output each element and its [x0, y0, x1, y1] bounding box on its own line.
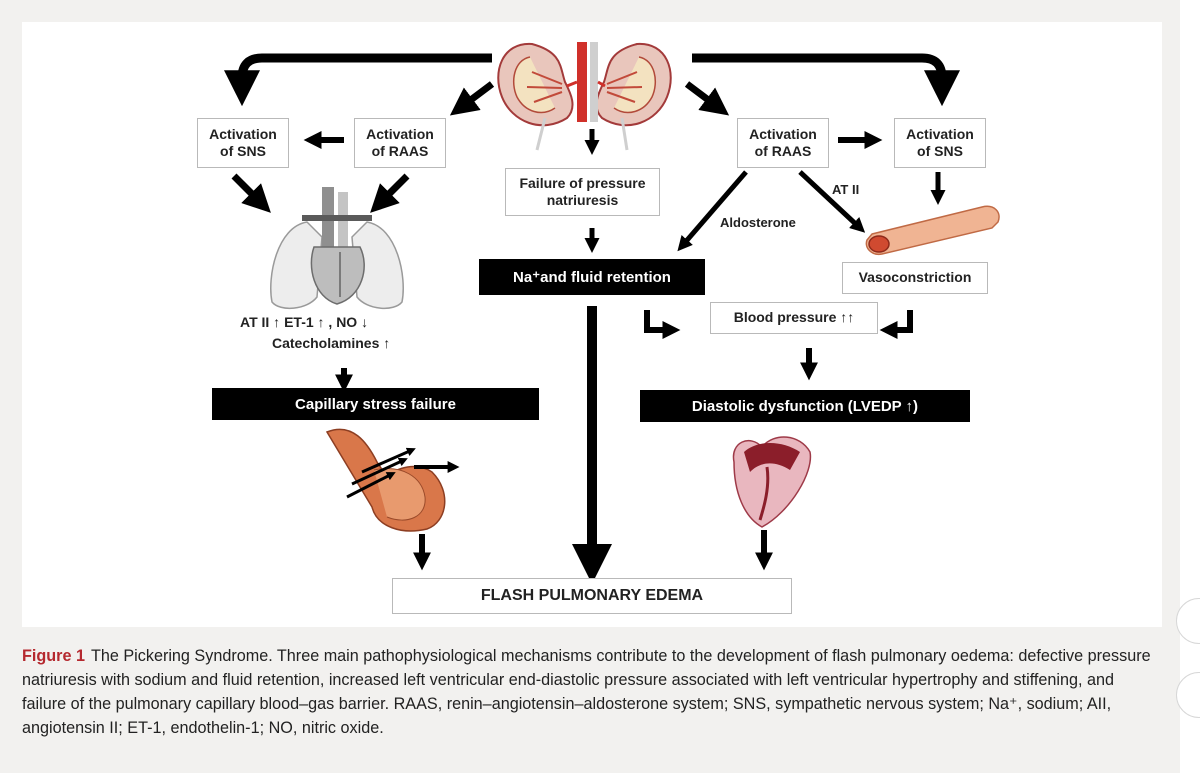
box-activation-sns-left: Activation of SNS — [197, 118, 289, 168]
arrow-kidney-to-raas-left — [449, 81, 495, 116]
box-blood-pressure: Blood pressure ↑↑ — [710, 302, 878, 334]
label-at2: AT II — [832, 182, 860, 197]
arrow-raas-to-lungs — [370, 173, 410, 213]
arrow-aldosterone — [677, 170, 748, 252]
box-vasoconstriction: Vasoconstriction — [842, 262, 988, 294]
bar-capillary-stress-failure: Capillary stress failure — [212, 388, 539, 420]
caption-text: The Pickering Syndrome. Three main patho… — [22, 647, 1151, 737]
arrow-at2 — [798, 170, 866, 233]
box-activation-sns-right: Activation of SNS — [894, 118, 986, 168]
box-flash-pulmonary-edema: FLASH PULMONARY EDEMA — [392, 578, 792, 614]
label-mediators-line1: AT II ↑ ET-1 ↑ , NO ↓ — [240, 314, 369, 330]
diagram-graphics — [224, 42, 1000, 584]
lungs-heart-illustration — [270, 187, 404, 309]
label-aldosterone: Aldosterone — [720, 215, 796, 230]
arrow-kidney-to-sns-left — [224, 53, 492, 107]
arrow-kidney-to-raas-right — [684, 81, 730, 116]
bar-diastolic-dysfunction: Diastolic dysfunction (LVEDP ↑) — [640, 390, 970, 422]
box-natriuresis-failure: Failure of pressure natriuresis — [505, 168, 660, 216]
label-mediators-line2: Catecholamines ↑ — [272, 335, 391, 351]
blood-vessel-illustration — [865, 205, 1000, 256]
arrow-retention-to-bp — [644, 310, 681, 339]
figure-label: Figure 1 — [22, 647, 85, 665]
box-activation-raas-left: Activation of RAAS — [354, 118, 446, 168]
box-activation-raas-right: Activation of RAAS — [737, 118, 829, 168]
arrow-kidney-to-sns-right — [692, 53, 960, 107]
arrow-vaso-to-bp — [879, 310, 913, 339]
kidneys-illustration — [497, 42, 672, 151]
alveolar-capillary-illustration — [325, 428, 460, 532]
heart-illustration — [732, 436, 812, 528]
diagram-area: Activation of SNS Activation of RAAS Fai… — [22, 22, 1162, 627]
arrow-sns-to-lungs — [231, 173, 271, 213]
bar-na-fluid-retention: Na⁺and fluid retention — [479, 259, 705, 295]
